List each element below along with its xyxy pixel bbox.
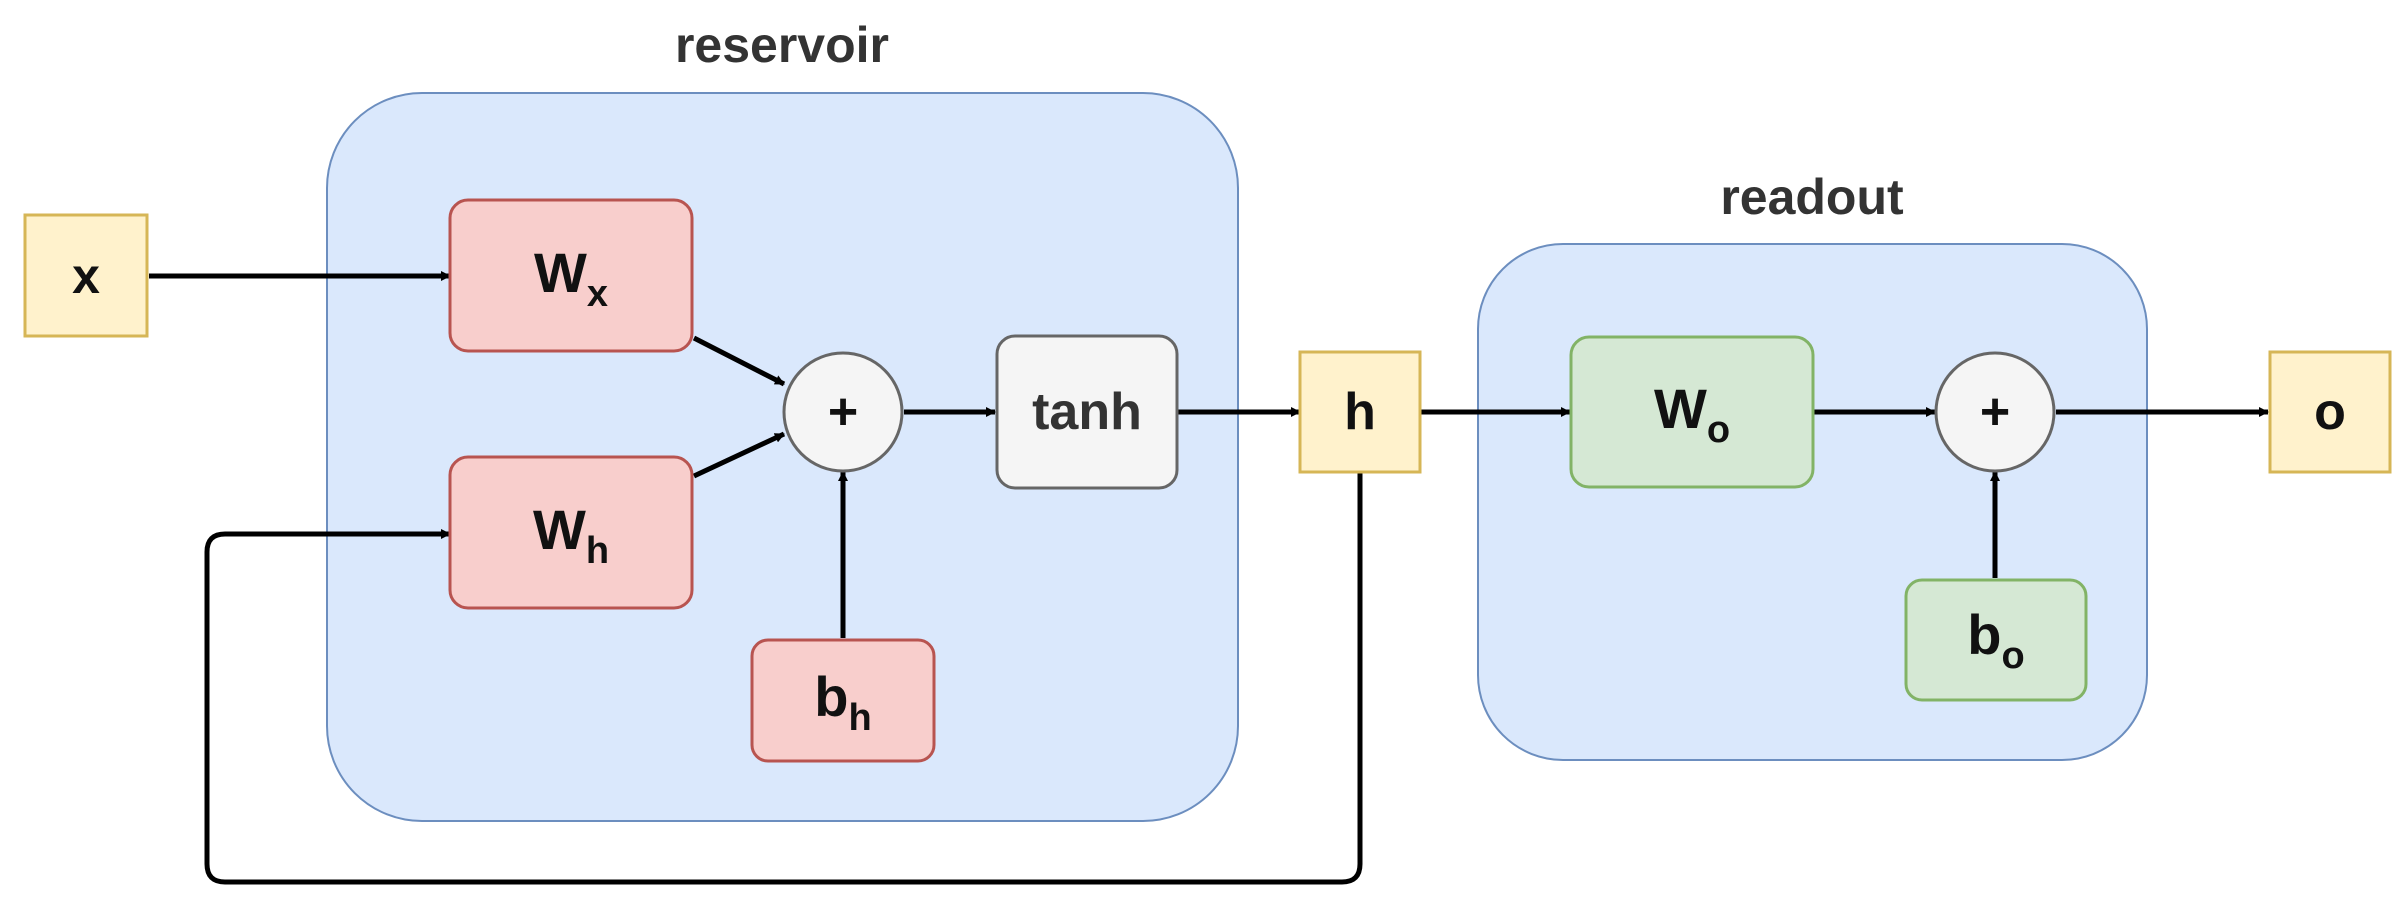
weight-node-wx: Wx [448,198,694,353]
hidden-state-node-h: h [1298,350,1422,474]
edge-h-feedback-to-wh [204,473,1363,885]
weight-node-wh: Wh [448,455,694,610]
tanh-label: tanh [1032,383,1142,441]
wo-label: Wo [1654,377,1730,451]
o-label: o [2314,383,2346,441]
sum2-label: + [1980,383,2010,441]
bo-label: bo [1967,603,2024,677]
bh-base: b [814,665,848,728]
wh-base: W [533,498,586,561]
wh-subscript: h [586,530,609,572]
input-x-label: x [72,248,100,304]
bias-node-bh: bh [750,638,936,763]
bo-subscript: o [2002,635,2025,677]
bo-base: b [1967,603,2001,666]
input-node-x: x [23,213,149,338]
output-node-o: o [2268,350,2392,474]
wx-label: Wx [534,241,608,315]
weight-node-wo: Wo [1569,335,1815,489]
h-label: h [1344,383,1376,441]
bias-node-bo: bo [1904,578,2088,702]
readout-title: readout [1720,169,1904,225]
edge-wh-to-sum1 [692,431,786,479]
reservoir-title: reservoir [675,17,889,73]
bh-subscript: h [849,697,872,739]
wo-base: W [1654,377,1707,440]
activation-node-tanh: tanh [995,334,1179,490]
wx-base: W [534,241,587,304]
sum1-label: + [828,383,858,441]
wh-label: Wh [533,498,609,572]
edge-wx-to-sum1 [692,335,786,387]
wo-subscript: o [1707,409,1730,451]
wx-subscript: x [587,273,608,315]
sum-node-reservoir: + [782,351,904,473]
sum-node-readout: + [1934,351,2056,473]
bh-label: bh [814,665,871,739]
